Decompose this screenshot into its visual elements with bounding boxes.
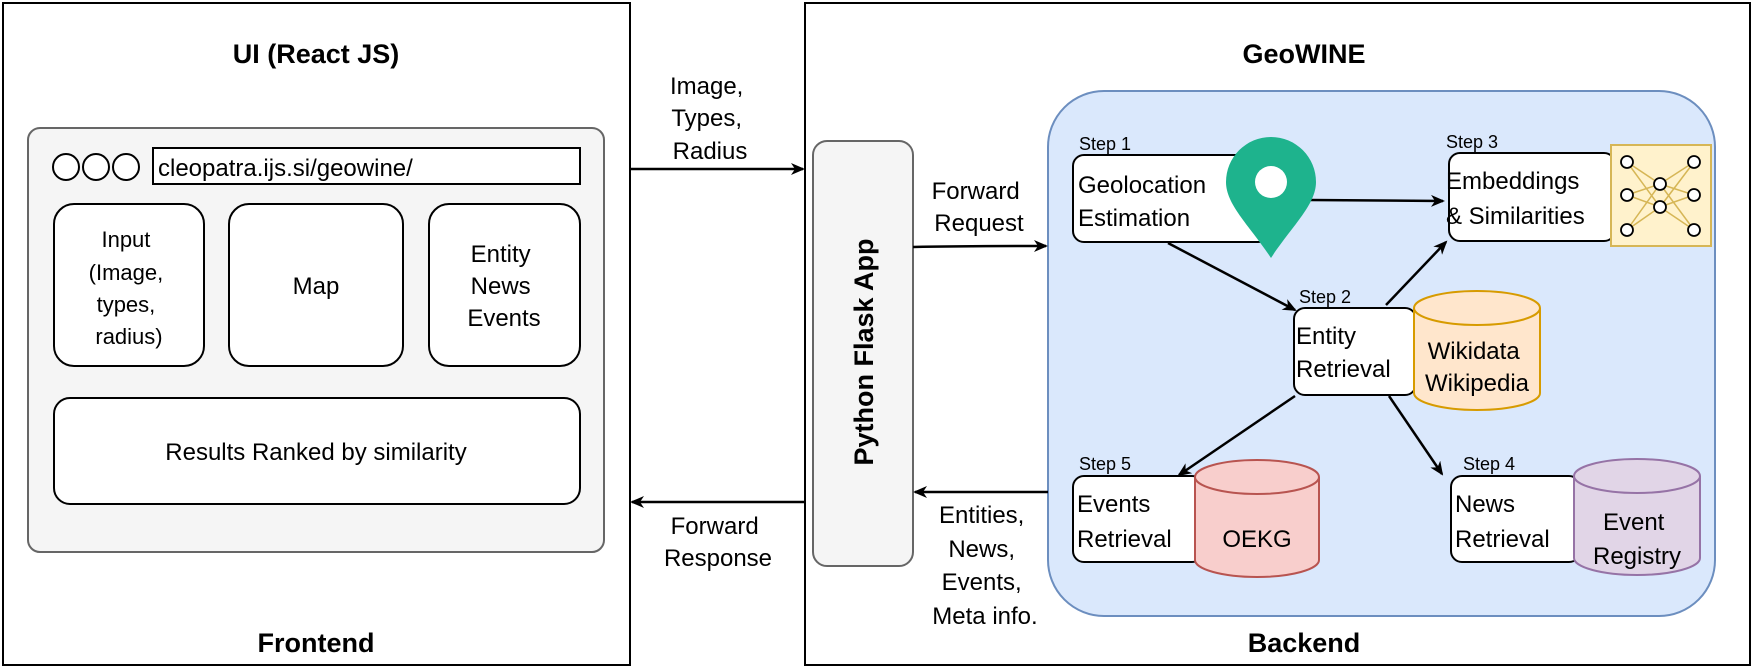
step3-label: Embeddings [1446,168,1579,195]
input-panel-line: radius) [95,324,162,349]
location-pin-icon [1226,137,1316,258]
forward-request-label: Request [934,210,1024,237]
results-panel-label: Results Ranked by similarity [165,439,466,466]
entity-panel-line: Events [467,305,540,332]
svg-text:Entities, News,: Entities, News, Events, Meta info. [932,502,1037,630]
step3-tag: Step 3 [1446,132,1498,152]
response-arrow-label: Forward [671,513,759,540]
request-arrow: Image, Types, Radius [630,73,805,175]
step5-tag: Step 5 [1079,454,1131,474]
svg-text:Wikidata Wikipedia: Wikidata Wikipedia [1425,338,1530,397]
database-icon [1194,459,1320,578]
frontend-footer: Frontend [258,628,375,658]
backend-title: GeoWINE [1242,39,1365,69]
step3-embeddings[interactable]: Step 3 Embeddings & Similarities [1446,132,1712,247]
backend-footer: Backend [1248,628,1361,658]
oekg-db-label: OEKG [1222,526,1291,553]
step1-label: Estimation [1078,205,1190,232]
step3-label: & Similarities [1446,203,1585,230]
request-arrow-label: Image, [670,73,743,100]
flask-app: Python Flask App [812,140,914,567]
forward-request-arrow: Forward Request [912,178,1048,253]
svg-text:Entity Retrieval: Entity Retrieval [1296,323,1391,383]
response-arrow: Forward Response [630,496,813,572]
browser-window: cleopatra.ijs.si/geowine/ Input (Image, … [27,127,605,553]
step4-tag: Step 4 [1463,454,1515,474]
entity-panel[interactable]: Entity News Events [428,203,581,367]
svg-text:Input (Image,: Input (Image, types, radius) [89,227,170,349]
step4-news-retrieval[interactable]: Step 4 News Retrieval Event Registry [1450,454,1701,576]
svg-text:News Retrieval: News Retrieval [1455,491,1550,553]
pipeline-arrows [1167,194,1448,477]
frontend-title: UI (React JS) [233,39,400,69]
window-dots-icon [52,153,140,181]
results-panel[interactable]: Results Ranked by similarity [53,397,581,505]
event-registry-db-label: Registry [1593,543,1681,570]
svg-text:Embeddings & Similarit: Embeddings & Similarities [1446,168,1586,230]
wikidata-db-label: Wikipedia [1425,370,1530,397]
svg-text:Image, Types, Radi: Image, Types, Radius [670,73,750,165]
backend-container: GeoWINE Backend Python Flask App Forward… [804,2,1751,666]
response-arrow-label: Response [664,545,772,572]
results-arrow-label: Events, [942,569,1022,596]
step2-label: Retrieval [1296,356,1391,383]
step4-label: News [1455,491,1515,518]
map-panel-label: Map [293,273,340,300]
svg-text:Forward Response: Forward Response [664,513,772,572]
step5-events-retrieval[interactable]: Step 5 Events Retrieval OEKG [1072,454,1320,578]
step1-tag: Step 1 [1079,134,1131,154]
url-text: cleopatra.ijs.si/geowine/ [158,155,413,182]
event-registry-db-label: Event [1603,509,1665,536]
svg-text:Event Registry: Event Registry [1593,509,1681,570]
neural-network-icon [1610,144,1712,247]
results-arrow: Entities, News, Events, Meta info. [913,486,1048,630]
database-icon [1573,458,1701,576]
wikidata-db-label: Wikidata [1428,338,1521,365]
input-panel-line: (Image, [89,260,164,285]
step2-tag: Step 2 [1299,287,1351,307]
results-arrow-label: Meta info. [932,603,1037,630]
results-arrow-label: Entities, [939,502,1024,529]
step5-label: Retrieval [1077,526,1172,553]
input-panel[interactable]: Input (Image, types, radius) [53,203,205,367]
input-panel-line: Input [101,227,150,252]
request-arrow-label: Types, [671,105,742,132]
step1-geolocation[interactable]: Step 1 Geolocation Estimation [1072,134,1316,258]
frontend-container: UI (React JS) Frontend cleopatra.ijs.si/… [2,2,631,666]
step4-label: Retrieval [1455,526,1550,553]
step2-label: Entity [1296,323,1356,350]
flask-app-label: Python Flask App [849,238,879,465]
step2-entity-retrieval[interactable]: Step 2 Entity Retrieval Wikidata Wikiped… [1293,287,1541,411]
svg-text:Geolocation Estimation: Geolocation Estimation [1078,172,1213,232]
svg-text:Events Retrieval: Events Retrieval [1077,491,1172,553]
results-arrow-label: News, [948,536,1015,563]
entity-panel-line: News [471,273,531,300]
url-bar[interactable]: cleopatra.ijs.si/geowine/ [152,147,581,185]
step5-label: Events [1077,491,1150,518]
svg-text:Entity News: Entity News Events [467,241,540,332]
input-panel-line: types, [97,292,156,317]
forward-request-label: Forward [932,178,1020,205]
entity-panel-line: Entity [471,241,531,268]
map-panel[interactable]: Map [228,203,404,367]
svg-text:Forward Request: Forward Request [932,178,1027,237]
request-arrow-label: Radius [673,138,748,165]
database-icon [1413,290,1541,411]
step1-label: Geolocation [1078,172,1206,199]
